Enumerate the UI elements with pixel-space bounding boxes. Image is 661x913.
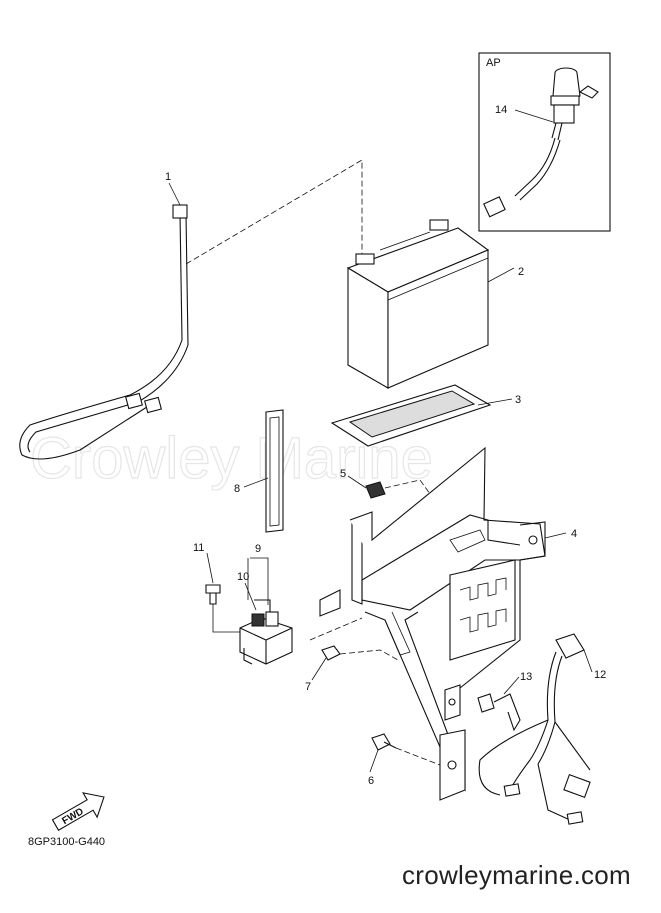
relay-drawing (239, 599, 293, 665)
part-label-1[interactable]: 1 (165, 171, 171, 183)
leader-lines (168, 109, 593, 773)
wire-harness-drawing (478, 633, 591, 825)
bolt-drawing (371, 733, 441, 766)
battery-drawing (346, 219, 490, 389)
clip-drawing (365, 479, 431, 499)
power-socket-drawing (483, 67, 599, 218)
fwd-arrow: FWD (51, 792, 105, 831)
part-label-10[interactable]: 10 (237, 571, 249, 583)
part-label-5[interactable]: 5 (340, 468, 346, 480)
part-label-11[interactable]: 11 (193, 542, 204, 554)
diagram-code: 8GP3100-G440 (28, 836, 106, 848)
part-label-14[interactable]: 14 (495, 104, 507, 116)
part-label-6[interactable]: 6 (368, 775, 374, 787)
cable-tie-drawing (477, 693, 521, 732)
battery-bracket-drawing (319, 446, 546, 801)
screw-drawing (205, 584, 240, 633)
part-label-8[interactable]: 8 (234, 483, 240, 495)
part-label-2[interactable]: 2 (518, 266, 524, 278)
part-label-12[interactable]: 12 (594, 669, 606, 681)
part-label-13[interactable]: 13 (520, 671, 532, 683)
battery-band-drawing (265, 409, 284, 533)
option-box-label: AP (486, 57, 501, 69)
battery-cable-drawing (19, 159, 363, 460)
site-name[interactable]: crowleymarine.com (401, 860, 631, 890)
fwd-label: FWD (60, 806, 85, 827)
part-label-7[interactable]: 7 (305, 681, 311, 693)
part-label-3[interactable]: 3 (515, 394, 521, 406)
part-labels: 1 2 3 4 5 6 7 8 9 10 11 12 13 14 (165, 104, 606, 787)
part-label-9[interactable]: 9 (255, 543, 261, 555)
option-box-ap: AP (478, 52, 611, 232)
nut-drawing (309, 617, 399, 661)
part-label-4[interactable]: 4 (571, 528, 577, 540)
battery-pad-drawing (330, 384, 492, 447)
